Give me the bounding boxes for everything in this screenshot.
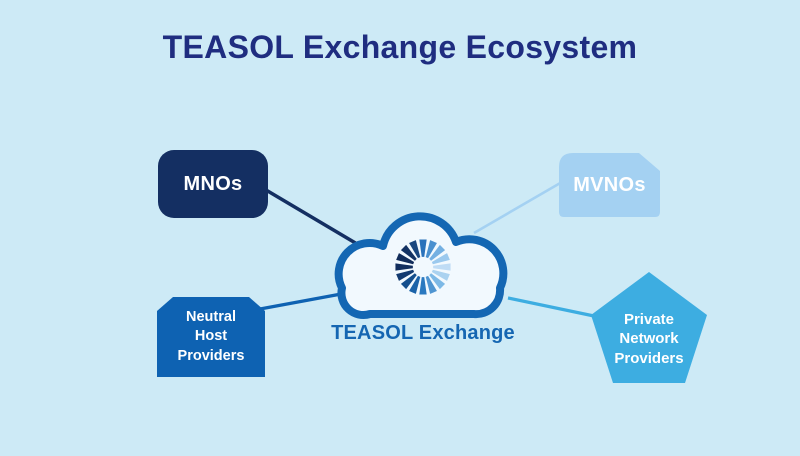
mvnos-shape bbox=[559, 153, 660, 217]
connector-cloud-pentagon bbox=[507, 296, 595, 318]
node-neutral-host-label: Neutral Host Providers bbox=[177, 309, 245, 364]
node-mvnos: MVNOs bbox=[559, 153, 660, 217]
node-mvnos-label: MVNOs bbox=[573, 173, 646, 196]
node-private-network-label: Private Network Providers bbox=[614, 311, 684, 367]
node-mnos-label: MNOs bbox=[183, 172, 243, 195]
neutral-host-shape bbox=[157, 297, 265, 377]
node-mnos: MNOs bbox=[158, 150, 268, 218]
pinwheel-spinner-icon bbox=[395, 239, 451, 295]
pentagon-shape bbox=[591, 272, 707, 383]
page-title: TEASOL Exchange Ecosystem bbox=[162, 29, 638, 65]
node-neutral-host-providers: Neutral Host Providers bbox=[157, 297, 265, 377]
cloud-icon bbox=[334, 212, 508, 319]
connector-cloud-mvnos bbox=[473, 180, 563, 235]
connector-neutralhost-cloud bbox=[259, 290, 353, 311]
cloud-label: TEASOL Exchange bbox=[331, 322, 515, 344]
node-private-network-providers: Private Network Providers bbox=[579, 271, 719, 389]
